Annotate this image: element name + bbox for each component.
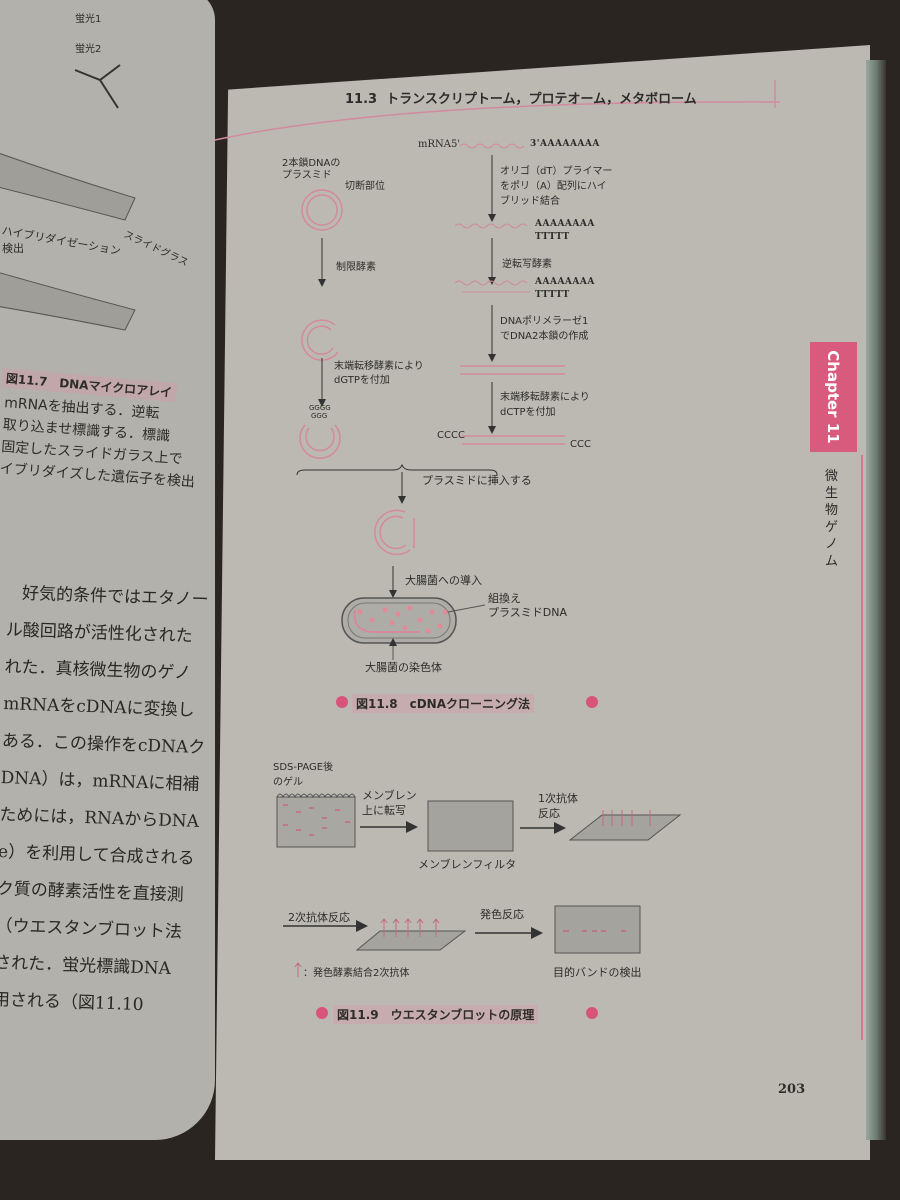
caption-dot [316, 1007, 328, 1019]
detection-label: 目的バンドの検出 [553, 966, 642, 979]
section-number: 11.3 [345, 92, 378, 107]
label-line: DNAポリメラーゼ1 [500, 316, 589, 327]
label-line: SDS-PAGE後 [273, 762, 334, 773]
transfer-step-label: メンブレン 上に転写 [362, 788, 417, 818]
detect-label: 検出 [2, 242, 24, 255]
secondary-step-label: 2次抗体反応 [288, 911, 350, 924]
tttt-label: TTTTT [535, 290, 570, 300]
label-line: 組換え [488, 592, 521, 605]
page-number: 203 [778, 1082, 806, 1097]
rt-step-label: 逆転写酵素 [502, 259, 552, 270]
label-line: 2本鎖DNAの [282, 158, 341, 169]
primary-step-label: 1次抗体 反応 [538, 791, 578, 821]
restriction-enzyme-label: 制限酵素 [336, 262, 376, 273]
dctp-step-label: 末端移転酵素により dCTPを付加 [500, 390, 590, 420]
caption-dot [336, 696, 348, 708]
mrna-wave [454, 280, 528, 286]
ccc-label: CCC [570, 439, 591, 450]
label-line: dCTPを付加 [500, 407, 556, 418]
gel-wells [276, 793, 356, 799]
label-line: 上に転写 [362, 804, 406, 817]
tttt-label: TTTTT [535, 232, 570, 242]
plasmid-icon [301, 189, 343, 231]
pointer [447, 604, 486, 613]
gel-bands [283, 804, 350, 836]
running-header: 11.3 トランスクリプトーム，プロテオーム，メタボローム [345, 88, 697, 107]
label-line: 1次抗体 [538, 792, 578, 805]
label-line: メンブレン [362, 789, 417, 802]
plasmid-label: 2本鎖DNAの プラスミド [282, 158, 340, 182]
chromosome [353, 609, 420, 633]
brace [296, 463, 498, 476]
membrane-secondary [355, 930, 467, 951]
fig-11-9-caption: 図11.9 ウエスタンブロットの原理 [333, 1005, 539, 1024]
label-line: オリゴ（dT）プライマー [500, 166, 613, 177]
label-line: 末端移転酵素により [500, 392, 590, 403]
detection-membrane [554, 905, 641, 954]
page-edge [866, 60, 886, 1140]
insert-step-label: プラスミドに挿入する [422, 474, 532, 487]
label-line: 末端転移酵素により [334, 361, 424, 372]
ecoli-cell [341, 597, 457, 644]
plasmid-dots [357, 605, 448, 634]
chapter-tab-bg [810, 342, 857, 452]
ggg-label: GGGG GGG [309, 404, 331, 420]
aaaa-label: AAAAAAAA [535, 219, 595, 229]
label-line: 反応 [538, 807, 560, 820]
slide-glass-top [0, 153, 136, 221]
fig-11-8-caption: 図11.8 cDNAクローニング法 [352, 694, 535, 713]
oligo-step-label: オリゴ（dT）プライマー をポリ（A）配列にハイ ブリッド結合 [500, 164, 612, 209]
label-line: のゲル [273, 777, 303, 788]
header-rule [214, 101, 781, 141]
label-line: プラスミドDNA [488, 606, 568, 619]
fluor1-label: 蛍光1 [75, 14, 102, 25]
cccc-label: CCCC [437, 430, 465, 441]
caption-dot [586, 1007, 598, 1019]
chromosome-label: 大腸菌の染色体 [365, 661, 442, 674]
section-title: トランスクリプトーム，プロテオーム，メタボローム [386, 92, 697, 107]
mrna-wave [459, 143, 525, 149]
ecoli-step-label: 大腸菌への導入 [405, 574, 482, 587]
pol-step-label: DNAポリメラーゼ1 でDNA2本鎖の作成 [500, 314, 588, 344]
chapter-tab: Chapter 11 [824, 350, 842, 444]
cut-plasmid-icon [301, 319, 339, 361]
ggg: GGG [311, 412, 328, 420]
recombinant-plasmid-icon [374, 509, 415, 556]
legend-antibody-icon [294, 962, 302, 977]
label-line: をポリ（A）配列にハイ [500, 181, 607, 192]
legend-label: ：発色酵素結合2次抗体 [303, 968, 410, 979]
chapter-title-vertical: 微生物ゲノム [825, 469, 839, 569]
g-tailed-plasmid-icon [299, 424, 341, 459]
cut-site-label: 切断部位 [345, 181, 385, 192]
right-page [215, 45, 870, 1160]
y-antibody-icon [74, 64, 121, 109]
gel-label: SDS-PAGE後 のゲル [273, 760, 333, 790]
dgtp-step-label: 末端転移酵素により dGTPを付加 [334, 360, 424, 388]
membrane-filter [427, 800, 514, 852]
gel [276, 796, 356, 848]
fluor2-label: 蛍光2 [75, 44, 102, 55]
slide-glass-bottom [0, 272, 136, 331]
secondary-antibodies [380, 918, 440, 937]
label-line: プラスミド [282, 170, 332, 181]
label-line: でDNA2本鎖の作成 [500, 331, 589, 342]
membrane-primary [568, 814, 682, 841]
poly-a-label: 3'AAAAAAAA [530, 139, 600, 149]
mrna-wave [454, 223, 528, 229]
recombinant-label: 組換え プラスミドDNA [488, 592, 567, 620]
mrna-label: mRNA5' [418, 139, 461, 150]
gggg: GGGG [309, 404, 331, 412]
aaaa-label: AAAAAAAA [535, 277, 595, 287]
caption-dot [586, 696, 598, 708]
membrane-filter-label: メンブレンフィルタ [418, 858, 517, 871]
color-step-label: 発色反応 [480, 908, 524, 921]
primary-antibodies [602, 810, 651, 826]
label-line: dGTPを付加 [334, 375, 390, 386]
label-line: ブリッド結合 [500, 196, 560, 207]
